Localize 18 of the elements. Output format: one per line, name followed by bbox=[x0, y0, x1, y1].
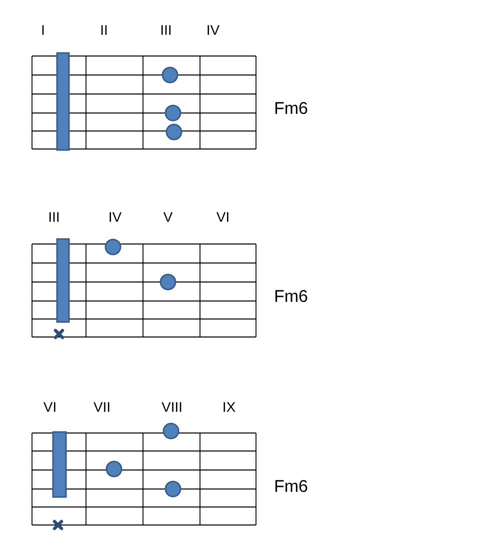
fret-number: III bbox=[161, 25, 171, 35]
chord-name: Fm6 bbox=[275, 480, 308, 492]
fret-number: IV bbox=[208, 25, 220, 35]
fret-number: IX bbox=[224, 402, 236, 412]
chord-name: Fm6 bbox=[275, 102, 308, 114]
fret-number: VI bbox=[43, 402, 56, 412]
fret-number: IV bbox=[110, 212, 122, 222]
barre-bar bbox=[56, 52, 70, 151]
fret-number: VI bbox=[216, 212, 228, 222]
barre-bar bbox=[52, 431, 67, 498]
fret-number: III bbox=[49, 212, 59, 222]
fret-number: I bbox=[42, 25, 44, 35]
barre-bar bbox=[56, 238, 70, 323]
fret-number: VII bbox=[94, 402, 110, 412]
fret-number: VIII bbox=[162, 402, 182, 412]
chord-name: Fm6 bbox=[275, 290, 308, 302]
fret-number: V bbox=[163, 212, 173, 222]
fret-number: II bbox=[101, 25, 107, 35]
